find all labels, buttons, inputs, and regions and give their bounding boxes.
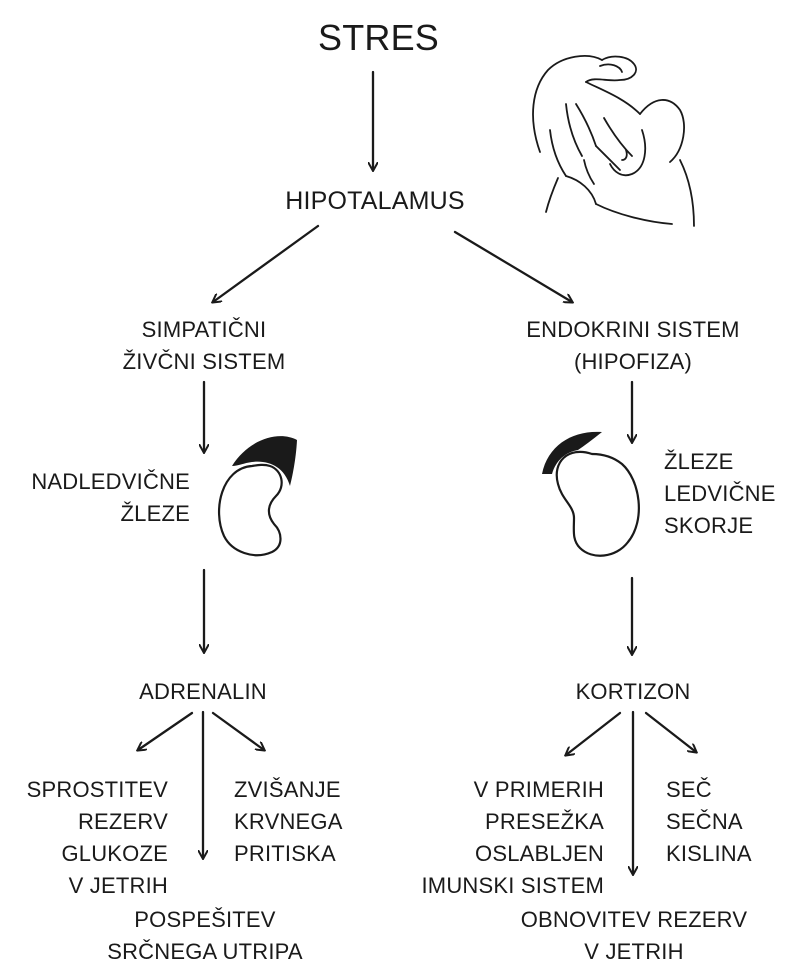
arrow-hipotalamus-to-endokrini [455, 232, 572, 302]
arrow-adrenalin-to-zvisanje [213, 713, 264, 750]
node-adrenalin: ADRENALIN [108, 676, 298, 708]
node-kortizon: KORTIZON [548, 676, 718, 708]
node-stres: STRES [318, 18, 428, 58]
arrow-kortizon-to-primerih [566, 713, 620, 755]
node-simpaticni: SIMPATIČNI ŽIVČNI SISTEM [106, 314, 302, 378]
node-sec: SEČ SEČNA KISLINA [666, 774, 776, 870]
node-primerih: V PRIMERIH PRESEŽKA OSLABLJEN IMUNSKI SI… [382, 774, 604, 902]
arrow-hipotalamus-to-simpaticni [213, 226, 318, 302]
node-pospesitev: POSPEŠITEV SRČNEGA UTRIPA [100, 904, 310, 968]
node-endokrini: ENDOKRINI SISTEM (HIPOFIZA) [508, 314, 758, 378]
arrow-adrenalin-to-sprostitev [138, 713, 192, 750]
node-sprostitev: SPROSTITEV REZERV GLUKOZE V JETRIH [10, 774, 168, 902]
node-nadledvicne: NADLEDVIČNE ŽLEZE [4, 466, 190, 530]
right-adrenal-gland-icon [542, 432, 639, 556]
arrow-kortizon-to-sec [646, 713, 696, 752]
stressed-person-sketch [533, 56, 694, 226]
node-zleze-skorje: ŽLEZE LEDVIČNE SKORJE [664, 446, 782, 542]
node-hipotalamus: HIPOTALAMUS [240, 186, 510, 216]
left-adrenal-gland-icon [219, 436, 297, 555]
node-obnovitev: OBNOVITEV REZERV V JETRIH [504, 904, 764, 968]
node-zvisanje: ZVIŠANJE KRVNEGA PRITISKA [234, 774, 364, 870]
